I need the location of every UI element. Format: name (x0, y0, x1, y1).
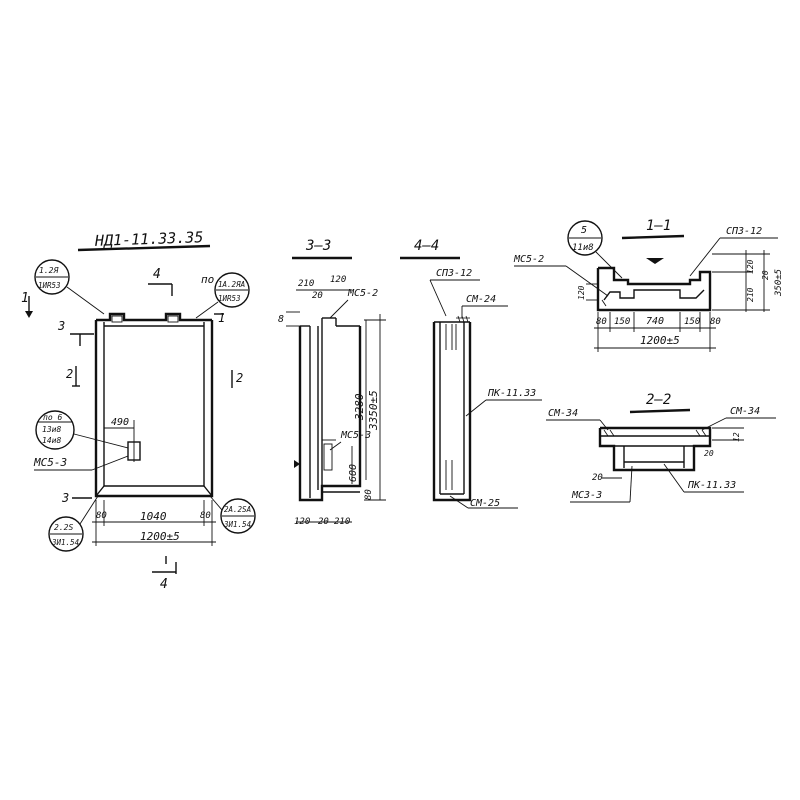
section-22-title: 2—2 (646, 392, 671, 408)
s11-dim-r20: 20 (761, 270, 770, 280)
s11-dim-150-left: 150 (614, 317, 630, 327)
s11-dim-120-left: 120 (577, 285, 586, 300)
dim-80-right: 80 (200, 511, 211, 521)
section-4-4: 4—4 СП3-12 СМ-24 ПК-11.33 СМ-25 (400, 238, 542, 509)
s33-dim-b120: 120 (294, 517, 310, 527)
s11-dim-740: 740 (646, 316, 664, 327)
s11-mark-sp312: СП3-12 (726, 226, 762, 237)
tag-bottom-right-den: 3И1.54 (223, 520, 251, 529)
s11-tag-num: 5 (581, 225, 587, 236)
tag-top-left-num: 1.2Я (39, 266, 58, 275)
dim-1200-front: 1200±5 (140, 530, 180, 543)
s33-dim-b20: 20 (318, 517, 329, 527)
cut-3-bottom-label: 3 (61, 491, 69, 505)
s11-dim-150-right: 150 (684, 317, 700, 327)
tag-top-right-num: 1А.2ЯА (218, 280, 245, 289)
s11-dim-r350: 350±5 (774, 269, 784, 297)
drawing-title: НД1-11.33.35 (94, 228, 204, 250)
front-view: 490 1 1 3 3 2 2 4 4 по 1.2Я 1ИR53 (21, 259, 256, 592)
section-33-title: 3—3 (305, 238, 331, 254)
s22-dim-20-right: 20 (704, 449, 714, 458)
s33-dim-20: 20 (312, 291, 323, 301)
s11-dim-80-left: 80 (596, 317, 607, 327)
s22-mark-pk1133: ПК-11.33 (687, 480, 736, 491)
s44-mark-cm24: СМ-24 (466, 294, 496, 305)
cut-2-right-label: 2 (236, 371, 243, 385)
tag-mid-line3: 14и8 (42, 436, 61, 445)
cut-2-left-label: 2 (66, 367, 73, 381)
s33-dim-b210: 210 (334, 517, 350, 527)
s33-mark-mc52: МС5-2 (347, 288, 378, 299)
cut-1-left-label: 1 (21, 291, 29, 306)
s22-mark-cm34-left: СМ-34 (548, 408, 578, 419)
s33-dim-3280: 3280 (353, 393, 366, 421)
cut-4-bottom-label: 4 (160, 577, 168, 592)
s44-mark-sp312: СП3-12 (436, 268, 472, 279)
cut-3-top-label: 3 (57, 319, 65, 333)
s22-dim-12: 12 (732, 432, 741, 442)
section-11-title: 1—1 (646, 218, 671, 234)
s33-dim-210: 210 (298, 279, 314, 289)
po-label: по (201, 273, 214, 286)
tag-top-left-den: 1ИR53 (38, 281, 61, 290)
tag-bottom-left-den: 3И1.54 (51, 538, 79, 547)
s33-dim-120: 120 (330, 275, 346, 285)
tag-top-right-den: 1ИR53 (218, 294, 241, 303)
section-1-1: 1—1 5 11и8 МС5-2 СП3-12 120 80 150 740 (513, 218, 784, 352)
s22-mark-cm34-right: СМ-34 (730, 406, 760, 417)
s11-dim-r120: 120 (746, 259, 755, 274)
s44-mark-pk1133: ПК-11.33 (487, 388, 536, 399)
cut-1-right-label: 1 (218, 311, 225, 325)
section-2-2: 2—2 СМ-34 СМ-34 12 20 20 МС3-3 ПК-11.33 (546, 392, 776, 503)
tag-bottom-left-num: 2.2S (54, 523, 73, 532)
dim-80-left: 80 (96, 511, 107, 521)
s33-dim-80: 80 (364, 489, 374, 500)
s11-dim-80-right: 80 (710, 317, 721, 327)
section-44-title: 4—4 (414, 238, 439, 254)
dim-1040: 1040 (140, 510, 167, 523)
s33-mark-mc53: МС5-3 (340, 430, 371, 441)
s11-dim-1200: 1200±5 (640, 334, 680, 347)
s33-dim-600: 600 (348, 464, 359, 482)
cut-4-top-label: 4 (153, 267, 161, 282)
s11-tag-den: 11и8 (572, 243, 594, 253)
s11-dim-r210: 210 (746, 287, 755, 302)
tag-mid-line1: по 6 (43, 413, 62, 422)
s11-mark-mc52: МС5-2 (513, 254, 544, 265)
section-3-3: 3—3 210 120 20 МС5-2 8 3280 3350±5 МС5-3 (278, 238, 386, 527)
s44-mark-cm25: СМ-25 (470, 498, 500, 509)
s22-mark-mc33: МС3-3 (571, 490, 602, 501)
tag-bottom-right-num: 2А.2SА (224, 505, 251, 514)
s22-dim-20-left: 20 (592, 473, 603, 483)
tag-mid-line2: 13и8 (42, 425, 61, 434)
s33-dim-8: 8 (278, 314, 284, 325)
s33-dim-3350: 3350±5 (367, 390, 380, 431)
mark-mc53-front: МС5-3 (33, 456, 67, 469)
dim-490: 490 (111, 417, 129, 428)
